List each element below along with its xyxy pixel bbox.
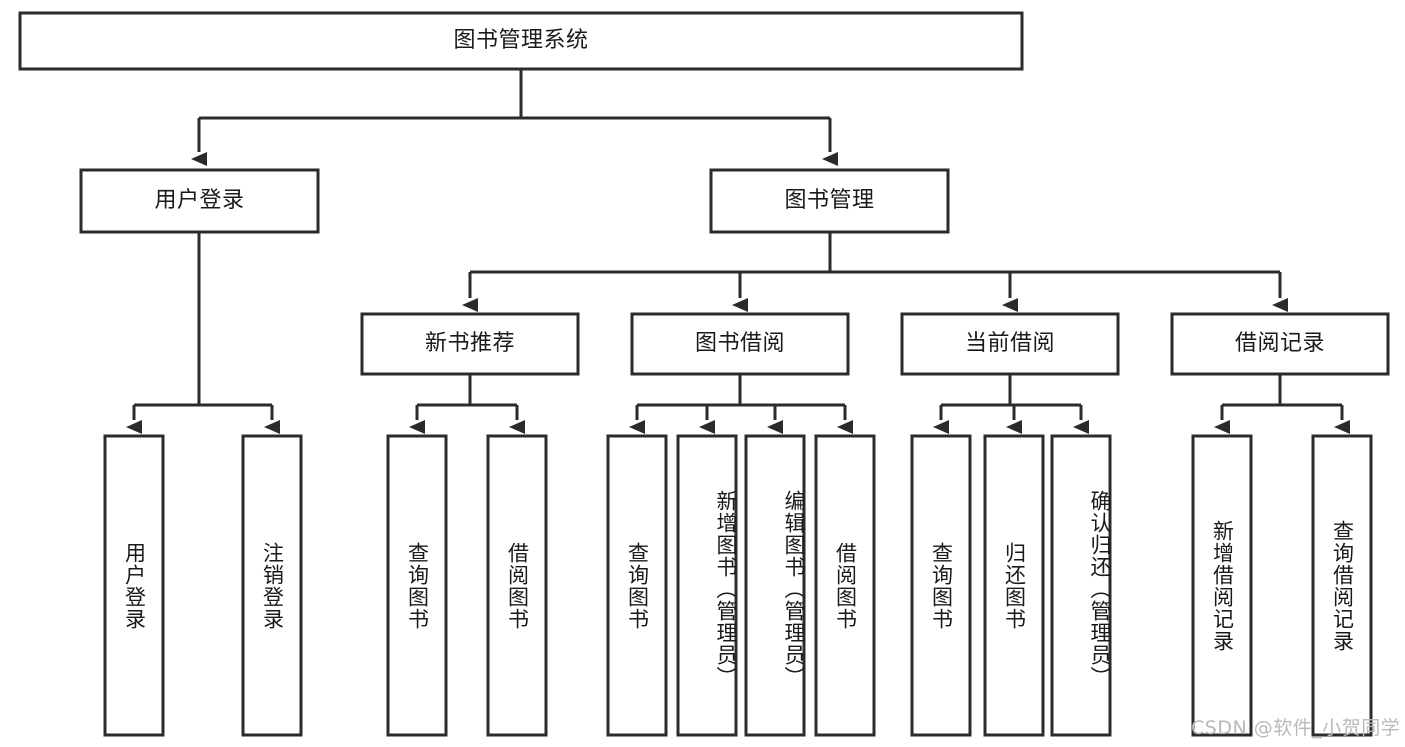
leaf-box-8 [910,434,972,737]
leaf-box-6 [744,434,806,737]
node-box-root [18,11,1024,71]
leaf-box-1 [241,434,303,737]
leaf-box-9 [983,434,1045,737]
node-box-current-borrow [900,312,1120,376]
leaf-box-10 [1050,434,1112,737]
connector-layer [126,69,1350,434]
leaf-box-0 [103,434,165,737]
leaf-box-12 [1311,434,1373,737]
node-box-new-book-rec [360,312,580,376]
node-box-user-login [79,168,320,234]
leaf-box-3 [486,434,548,737]
node-box-book-borrow [630,312,850,376]
node-box-book-manage [709,168,950,234]
leaf-box-7 [814,434,876,737]
box-layer [18,11,1390,737]
leaf-box-5 [676,434,738,737]
leaf-box-11 [1191,434,1253,737]
leaf-box-2 [386,434,448,737]
node-box-borrow-record [1170,312,1390,376]
leaf-box-4 [606,434,668,737]
